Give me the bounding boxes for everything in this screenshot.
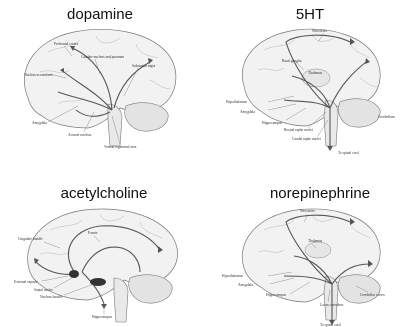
cerebellum-shape xyxy=(338,99,380,127)
label-locus-coeruleus: Locus coeruleus xyxy=(320,303,344,307)
thalamus-shape xyxy=(305,242,331,258)
label-hippocampus: Hippocampus xyxy=(266,293,287,297)
brainstem-shape xyxy=(108,104,122,146)
label-amygdala: Amygdala xyxy=(238,283,253,287)
cerebellum-shape xyxy=(125,103,168,131)
label-prefrontal-cortex: Prefrontal cortex xyxy=(54,42,78,46)
label-amygdala: Amygdala xyxy=(32,121,47,125)
panel-title: dopamine xyxy=(67,6,133,23)
acetylcholine-diagram: acetylcholine Cingulate bundle Fornix xyxy=(0,164,200,327)
brainstem-shape xyxy=(114,278,128,322)
label-caudate-putamen: Caudate nucleus and putamen xyxy=(81,55,124,59)
label-substantia-nigra: Substantia nigra xyxy=(132,64,156,68)
label-amygdala: Amygdala xyxy=(240,110,255,114)
label-nucleus-basalis: Nucleus basalis xyxy=(40,295,63,299)
acetylcholine-panel: acetylcholine Cingulate bundle Fornix xyxy=(0,164,200,327)
cerebellum-shape xyxy=(129,275,172,303)
label-arcuate-nucleus: Arcuate nucleus xyxy=(68,133,92,137)
label-rostral-raphe: Rostral raphe nuclei xyxy=(284,128,313,132)
nucleus-basalis-mark xyxy=(90,278,106,286)
label-spinal-cord: To spinal cord xyxy=(338,151,359,155)
label-hippocampus: Hippocampus xyxy=(262,121,283,125)
dopamine-diagram: dopamine Prefrontal cortex Nucleu xyxy=(0,0,200,163)
label-thalamus: Thalamus xyxy=(308,239,323,243)
label-external-capsule: External capsule xyxy=(14,280,38,284)
label-caudal-raphe: Caudal raphe nuclei xyxy=(292,137,321,141)
serotonin-panel: 5HT Neocortex Basal ganglia xyxy=(200,0,400,163)
label-cerebellum: Cerebellum xyxy=(378,115,395,119)
label-ventral-tegmental-area: Ventral tegmental area xyxy=(104,145,137,149)
serotonin-diagram: 5HT Neocortex Basal ganglia xyxy=(200,0,400,163)
label-thalamus: Thalamus xyxy=(308,71,323,75)
label-neocortex: Neocortex xyxy=(300,209,315,213)
label-basal-ganglia: Basal ganglia xyxy=(282,59,302,63)
label-hypothalamus: Hypothalamus xyxy=(226,100,248,104)
norepinephrine-diagram: norepinephrine Neocortex Tha xyxy=(200,164,400,327)
label-neocortex: Neocortex xyxy=(312,29,327,33)
panel-title: acetylcholine xyxy=(61,185,148,202)
septal-nuclei-mark xyxy=(69,270,79,278)
panel-title: 5HT xyxy=(296,6,324,23)
label-cingulate-bundle: Cingulate bundle xyxy=(18,237,43,241)
norepinephrine-panel: norepinephrine Neocortex Tha xyxy=(200,164,400,327)
cerebellum-shape xyxy=(338,275,380,303)
label-spinal-cord: To spinal cord xyxy=(320,323,341,327)
dopamine-panel: dopamine Prefrontal cortex Nucleu xyxy=(0,0,200,163)
label-fornix: Fornix xyxy=(88,231,98,235)
label-hypothalamus: Hypothalamus xyxy=(222,274,244,278)
panel-title: norepinephrine xyxy=(270,185,370,202)
label-cerebellar-cortex: Cerebellar cortex xyxy=(360,293,385,297)
label-nucleus-accumbens: Nucleus accumbens xyxy=(24,73,53,77)
label-hippocampus: Hippocampus xyxy=(92,315,113,319)
label-septal-nuclei: Septal nuclei xyxy=(34,288,53,292)
